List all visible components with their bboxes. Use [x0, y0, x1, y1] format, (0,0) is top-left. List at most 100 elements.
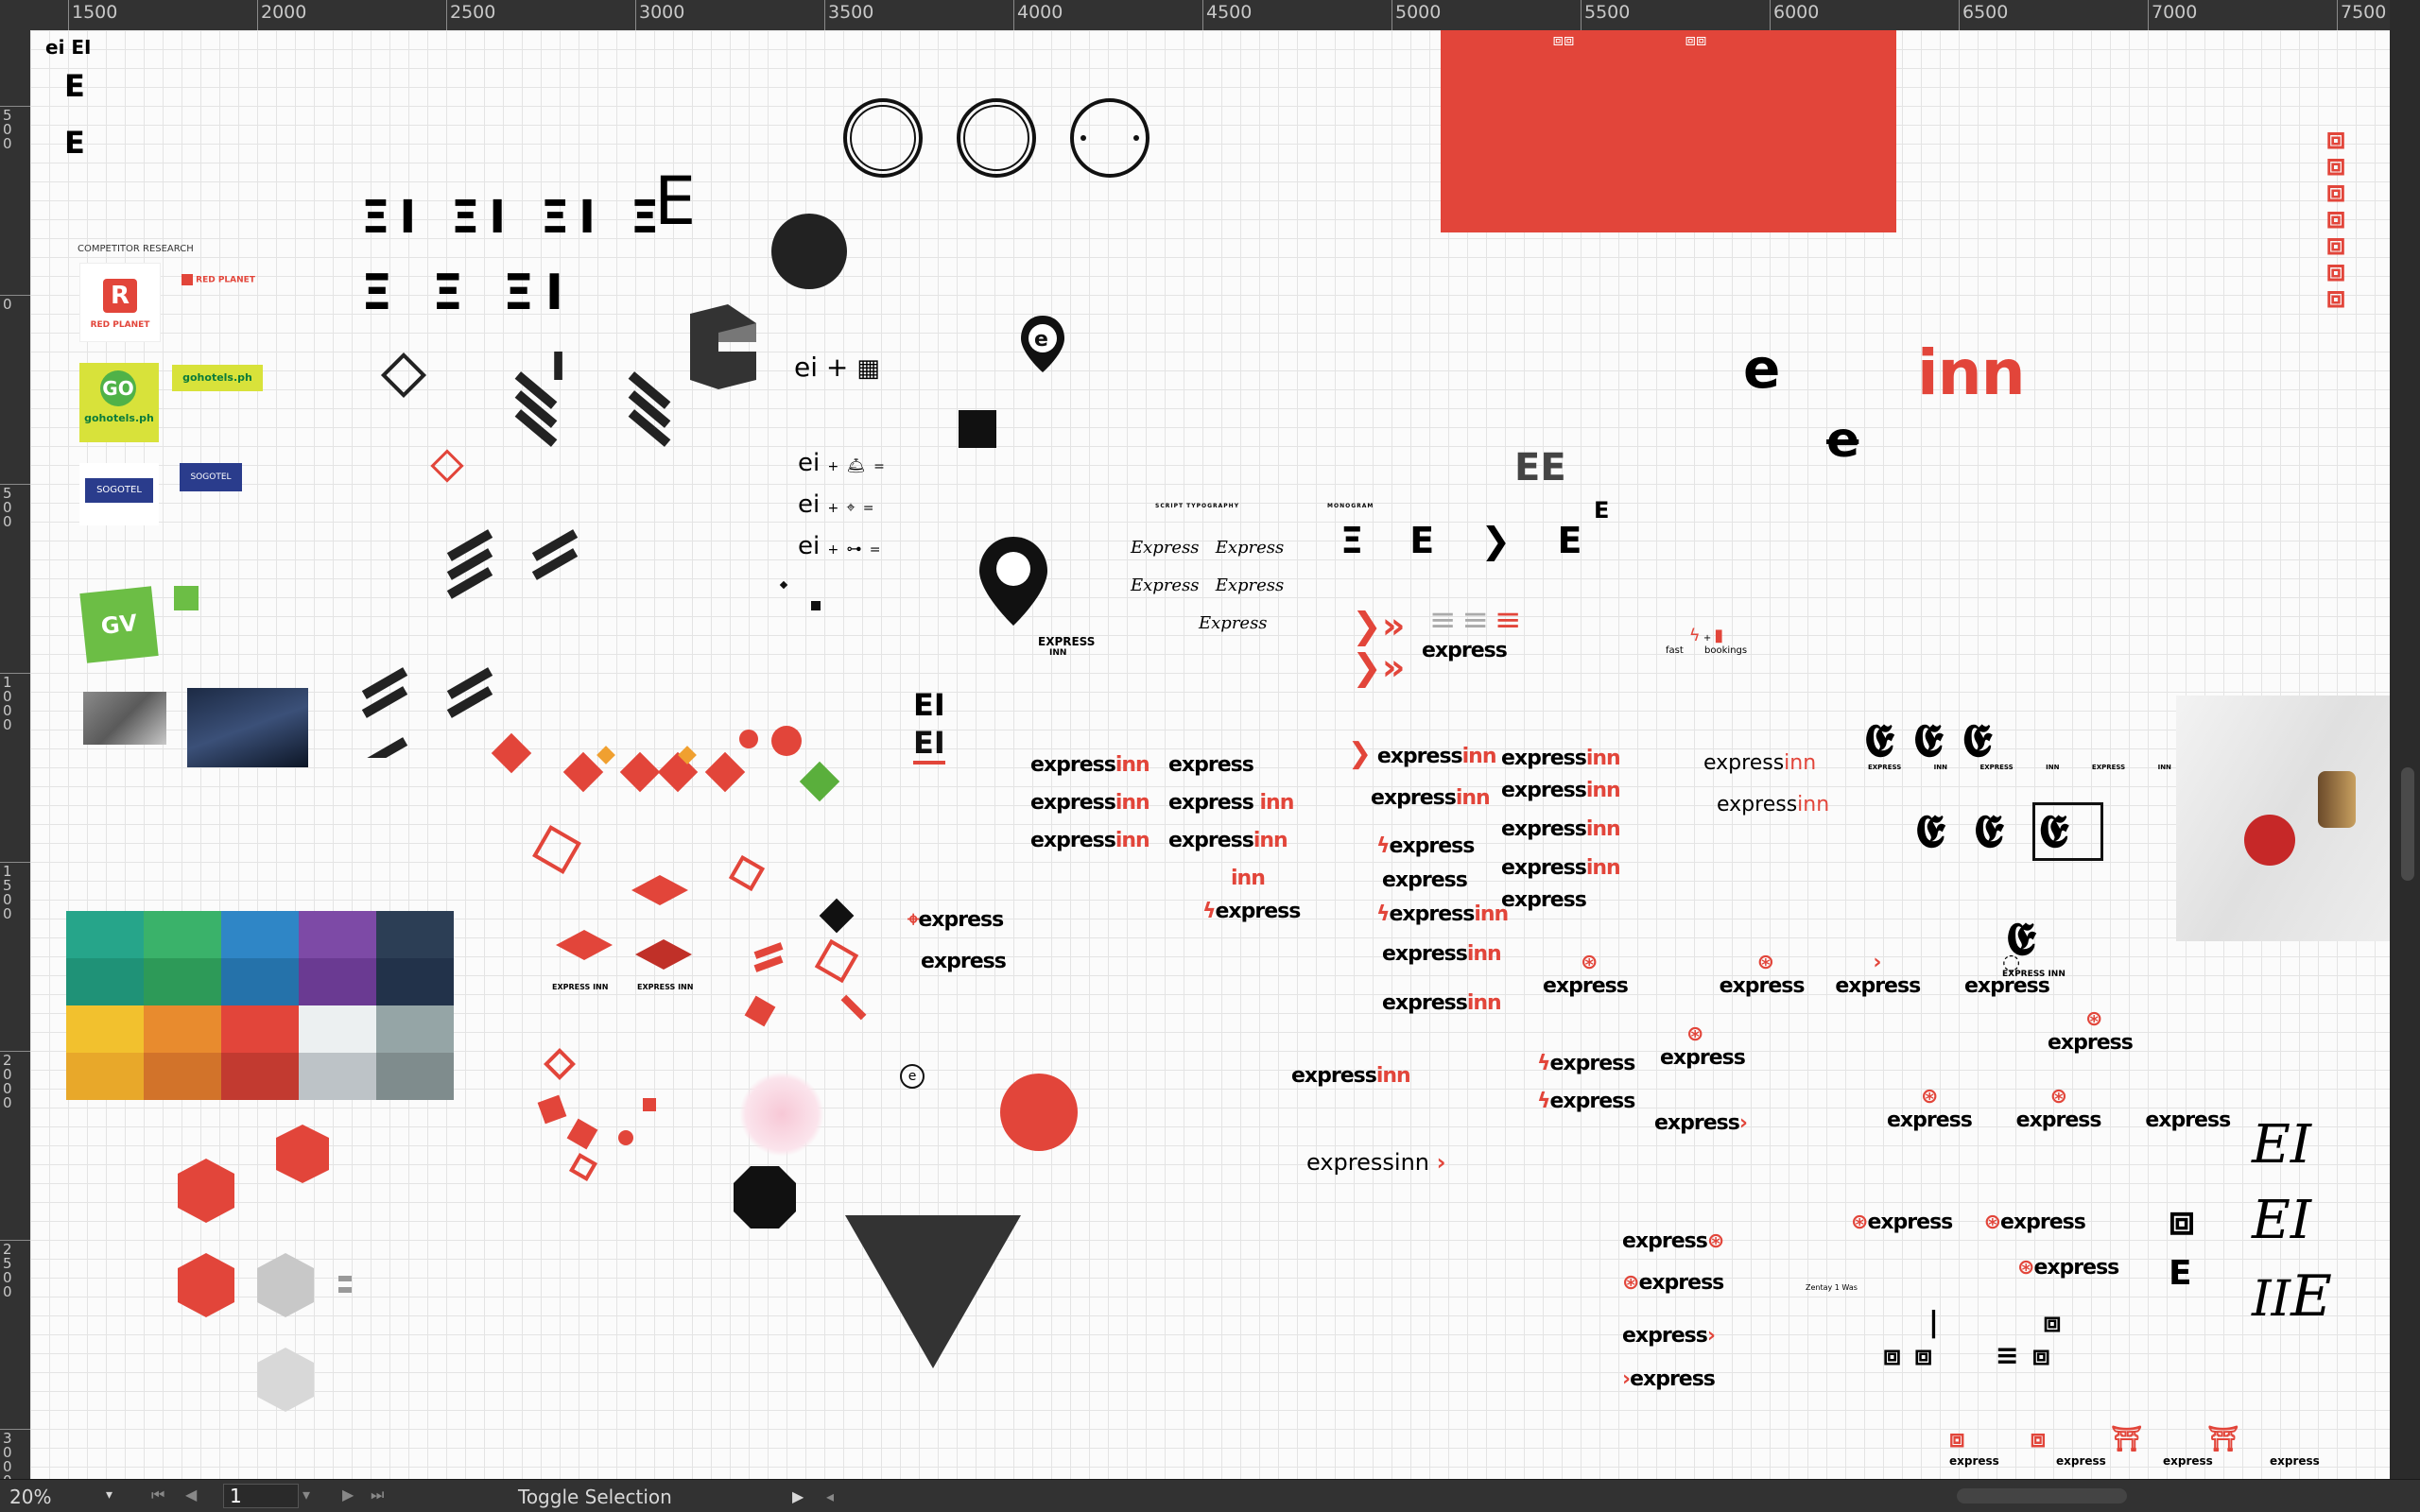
- big-e-strike: e: [1826, 412, 1859, 469]
- ee-mark-grey: EE: [1514, 446, 1566, 490]
- location-pin-large: [979, 537, 1047, 626]
- expressinn-long: expressinn: [1291, 1064, 1411, 1088]
- express-bolt-circle: ⊛express: [1660, 1022, 1746, 1070]
- ruler-corner: [0, 0, 31, 31]
- express-chevron-1: express›: [1654, 1111, 1748, 1135]
- expressinn-col-1: expressinn expressinn expressinn: [1030, 753, 1150, 852]
- e-mark-2: E: [64, 125, 85, 161]
- e-mark-1: E: [64, 68, 85, 104]
- page-number-input[interactable]: 1: [223, 1484, 299, 1508]
- svg-text:e: e: [1034, 328, 1048, 352]
- chevron-down-icon[interactable]: ▾: [106, 1487, 113, 1503]
- ruler-tick: 4000: [1013, 0, 1063, 30]
- ruler-tick: 6500: [1959, 0, 2008, 30]
- horizontal-scroll-thumb[interactable]: [1957, 1488, 2127, 1503]
- script-typography-heading: SCRIPT TYPOGRAPHY: [1155, 503, 1240, 509]
- location-pin-e-small: e: [1021, 316, 1064, 372]
- greek-key-pattern: ⧈⧈⧈⧈⧈⧈⧈: [2325, 120, 2346, 315]
- express-inn-caption-2: EXPRESS INN: [637, 983, 694, 991]
- ruler-tick: 5500: [1581, 0, 1630, 30]
- dark-triangle: [845, 1215, 1021, 1368]
- first-page-icon[interactable]: ⏮: [151, 1486, 165, 1503]
- expressinn-col-3b: ϟexpress express ϟexpressinn expressinn …: [1376, 834, 1509, 1015]
- ruler-tick: 7500: [2337, 0, 2386, 30]
- play-icon[interactable]: ▶: [792, 1487, 804, 1505]
- vertical-scrollbar[interactable]: [2390, 30, 2420, 1480]
- black-octagon: [734, 1166, 796, 1228]
- express-chevron-col: express⊛ ⊛express express› ›express: [1622, 1229, 1724, 1391]
- page-dropdown-icon[interactable]: ▾: [302, 1486, 311, 1503]
- ruler-tick: 4500: [1202, 0, 1252, 30]
- expressinn-col-5: expressinn expressinn: [1703, 751, 1830, 816]
- ruler-tick: 3000: [635, 0, 684, 30]
- gohotels-logo-card: GO gohotels.ph: [79, 363, 159, 442]
- vertical-scroll-thumb[interactable]: [2401, 767, 2414, 881]
- express-inn-caption-1: EXPRESS INN: [552, 983, 609, 991]
- block-icons: | ⧈ ⧈⧈ ≡⧈: [1883, 1306, 2075, 1372]
- ruler-tick-vertical: 3000: [0, 1429, 30, 1488]
- ruler-tick-vertical: 1000: [0, 673, 30, 732]
- prev-page-icon[interactable]: ◀: [185, 1486, 198, 1503]
- sogotel-logo-card: SOGOTEL: [79, 463, 159, 525]
- big-e-letter: e: [1743, 336, 1780, 401]
- red-banner-block: ⧈⧈ ⧈⧈: [1441, 30, 1896, 232]
- red-cube-marks: [178, 1125, 352, 1412]
- e-mark-small: E: [1594, 497, 1610, 524]
- black-square: [959, 410, 996, 448]
- red-diamond-hearts: [491, 726, 840, 802]
- red-diamond-small: [430, 449, 464, 483]
- dot-2: [811, 601, 821, 610]
- express-bolt-col: ϟexpress ϟexpress: [1537, 1052, 1635, 1113]
- big-inn-word: inn: [1917, 336, 2026, 409]
- svg-text:I: I: [550, 352, 566, 390]
- ruler-tick: 2000: [257, 0, 306, 30]
- gv-hotels-small: [174, 586, 199, 610]
- ei-stripe-row-2: Ξ Ξ ΞI: [361, 265, 576, 321]
- next-page-icon[interactable]: ▶: [342, 1486, 354, 1503]
- circle-outlines: [843, 98, 1150, 178]
- express-bolt: ϟexpress: [1202, 900, 1301, 923]
- pixel-e-3d: [690, 304, 756, 389]
- red-planet-logo-card: R RED PLANET: [79, 263, 161, 342]
- vertical-ruler[interactable]: 500050010001500200025003000: [0, 30, 31, 1488]
- ei-stripe-row-1: ΞI ΞI ΞI Ξ: [361, 191, 669, 244]
- toggle-selection-label[interactable]: Toggle Selection: [518, 1486, 672, 1508]
- thin-e-letter: E: [654, 163, 697, 240]
- ruler-tick-vertical: 2000: [0, 1051, 30, 1110]
- ruler-tick-vertical: 2500: [0, 1240, 30, 1299]
- red-circle: [1000, 1074, 1078, 1151]
- blackletter-caption-single: EXPRESS INN: [2002, 970, 2066, 979]
- artboard-canvas[interactable]: ei EI E E COMPETITOR RESEARCH R RED PLAN…: [30, 30, 2390, 1480]
- ruler-tick-vertical: 0: [0, 295, 30, 312]
- blackletter-captions-1: EXPRESS INN EXPRESS INN EXPRESS INN: [1868, 764, 2171, 771]
- gv-hotels-logo: GV: [79, 586, 159, 663]
- e-circle-small: e: [900, 1064, 925, 1089]
- hotel-photo-1: [83, 692, 166, 745]
- ruler-tick: 2500: [446, 0, 495, 30]
- express-clock-1: ⊛express: [2048, 1007, 2134, 1055]
- express-wordmark-plain: express: [1422, 639, 1508, 662]
- chevron-marks: ❯»❯»: [1352, 605, 1406, 688]
- expressinn-pin-col: ⌖express express: [908, 908, 1007, 973]
- expressinn-light: expressinn ›: [1306, 1149, 1446, 1176]
- hotel-photo-2: [187, 688, 308, 767]
- ruler-tick: 1500: [68, 0, 117, 30]
- last-page-icon[interactable]: ⏭: [371, 1486, 385, 1503]
- competitor-heading: COMPETITOR RESEARCH: [78, 244, 194, 254]
- scroll-left-icon[interactable]: ◂: [826, 1487, 835, 1505]
- express-circle-row: ⊛express ⊛express ›express ◌express: [1543, 951, 2050, 998]
- ei-small-mark: ei EI: [45, 36, 92, 59]
- zoom-level[interactable]: 20%: [9, 1486, 52, 1508]
- blackletter-e-single: 𝕰: [2006, 913, 2036, 966]
- ruler-tick-vertical: 500: [0, 106, 30, 151]
- black-circle: [771, 214, 847, 289]
- monogram-samples: Ξ E ❯ E: [1340, 520, 1599, 561]
- ruler-tick-vertical: 1500: [0, 862, 30, 921]
